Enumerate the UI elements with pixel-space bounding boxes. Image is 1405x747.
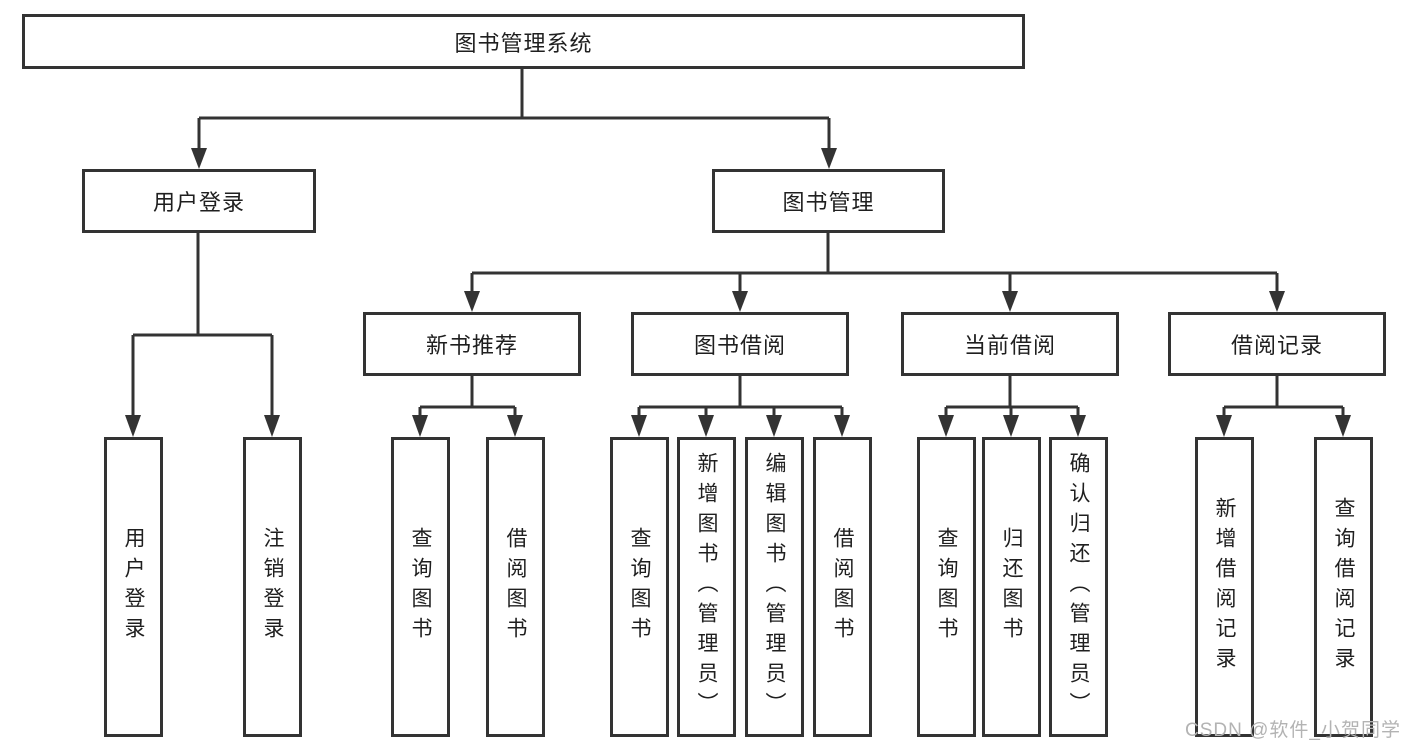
leaf-borrow-edit-books-admin: 编辑图书（管理员） — [745, 437, 804, 737]
leaf-borrow-query-books: 查询图书 — [610, 437, 669, 737]
connector-root-to-level1 — [197, 69, 831, 150]
node-label: 新增图书（管理员） — [695, 452, 718, 722]
leaf-borrow-add-books-admin: 新增图书（管理员） — [677, 437, 736, 737]
node-system-root: 图书管理系统 — [22, 14, 1025, 69]
leaf-newbook-borrow-books: 借阅图书 — [486, 437, 545, 737]
node-borrow-record: 借阅记录 — [1168, 312, 1386, 376]
leaf-record-add-borrow-record: 新增借阅记录 — [1195, 437, 1254, 737]
node-label: 图书管理系统 — [454, 30, 593, 56]
connector-newbook-to-children — [418, 376, 517, 417]
leaf-logout: 注销登录 — [243, 437, 302, 737]
node-book-borrow: 图书借阅 — [631, 312, 849, 376]
node-label: 借阅记录 — [1230, 333, 1323, 358]
node-label: 图书管理 — [782, 190, 875, 215]
leaf-current-confirm-return-admin: 确认归还（管理员） — [1049, 437, 1108, 737]
node-label: 图书借阅 — [693, 333, 786, 358]
connector-borrowrecord-to-children — [1222, 376, 1345, 417]
node-label: 借阅图书 — [504, 527, 527, 647]
node-label: 确认归还（管理员） — [1067, 452, 1090, 722]
leaf-newbook-query-books: 查询图书 — [391, 437, 450, 737]
node-label: 新书推荐 — [425, 333, 518, 358]
node-label: 查询图书 — [628, 527, 651, 647]
node-label: 注销登录 — [261, 527, 284, 647]
node-label: 查询借阅记录 — [1332, 497, 1355, 677]
node-label: 编辑图书（管理员） — [763, 452, 786, 722]
node-current-borrow: 当前借阅 — [901, 312, 1119, 376]
node-label: 归还图书 — [1000, 527, 1023, 647]
connector-userlogin-to-children — [131, 233, 274, 417]
connector-currentborrow-to-children — [944, 376, 1080, 417]
leaf-user-login: 用户登录 — [104, 437, 163, 737]
arrowheads-level1 — [191, 148, 837, 169]
node-label: 查询图书 — [935, 527, 958, 647]
connector-bookmgmt-to-level2 — [470, 233, 1279, 293]
leaf-record-query-borrow-record: 查询借阅记录 — [1314, 437, 1373, 737]
arrowheads-level3 — [125, 415, 1351, 437]
node-label: 新增借阅记录 — [1213, 497, 1236, 677]
node-label: 用户登录 — [122, 527, 145, 647]
node-new-book-recommend: 新书推荐 — [363, 312, 581, 376]
leaf-borrow-borrow-books: 借阅图书 — [813, 437, 872, 737]
connector-bookborrow-to-children — [637, 376, 844, 417]
leaf-current-query-books: 查询图书 — [917, 437, 976, 737]
node-label: 用户登录 — [152, 190, 245, 215]
node-user-login-branch: 用户登录 — [82, 169, 316, 233]
arrowheads-level2 — [464, 291, 1285, 312]
leaf-current-return-books: 归还图书 — [982, 437, 1041, 737]
node-label: 借阅图书 — [831, 527, 854, 647]
node-label: 当前借阅 — [963, 333, 1056, 358]
csdn-watermark: CSDN @软件_小贺同学 — [1185, 720, 1401, 741]
node-label: 查询图书 — [409, 527, 432, 647]
node-book-management-branch: 图书管理 — [712, 169, 945, 233]
